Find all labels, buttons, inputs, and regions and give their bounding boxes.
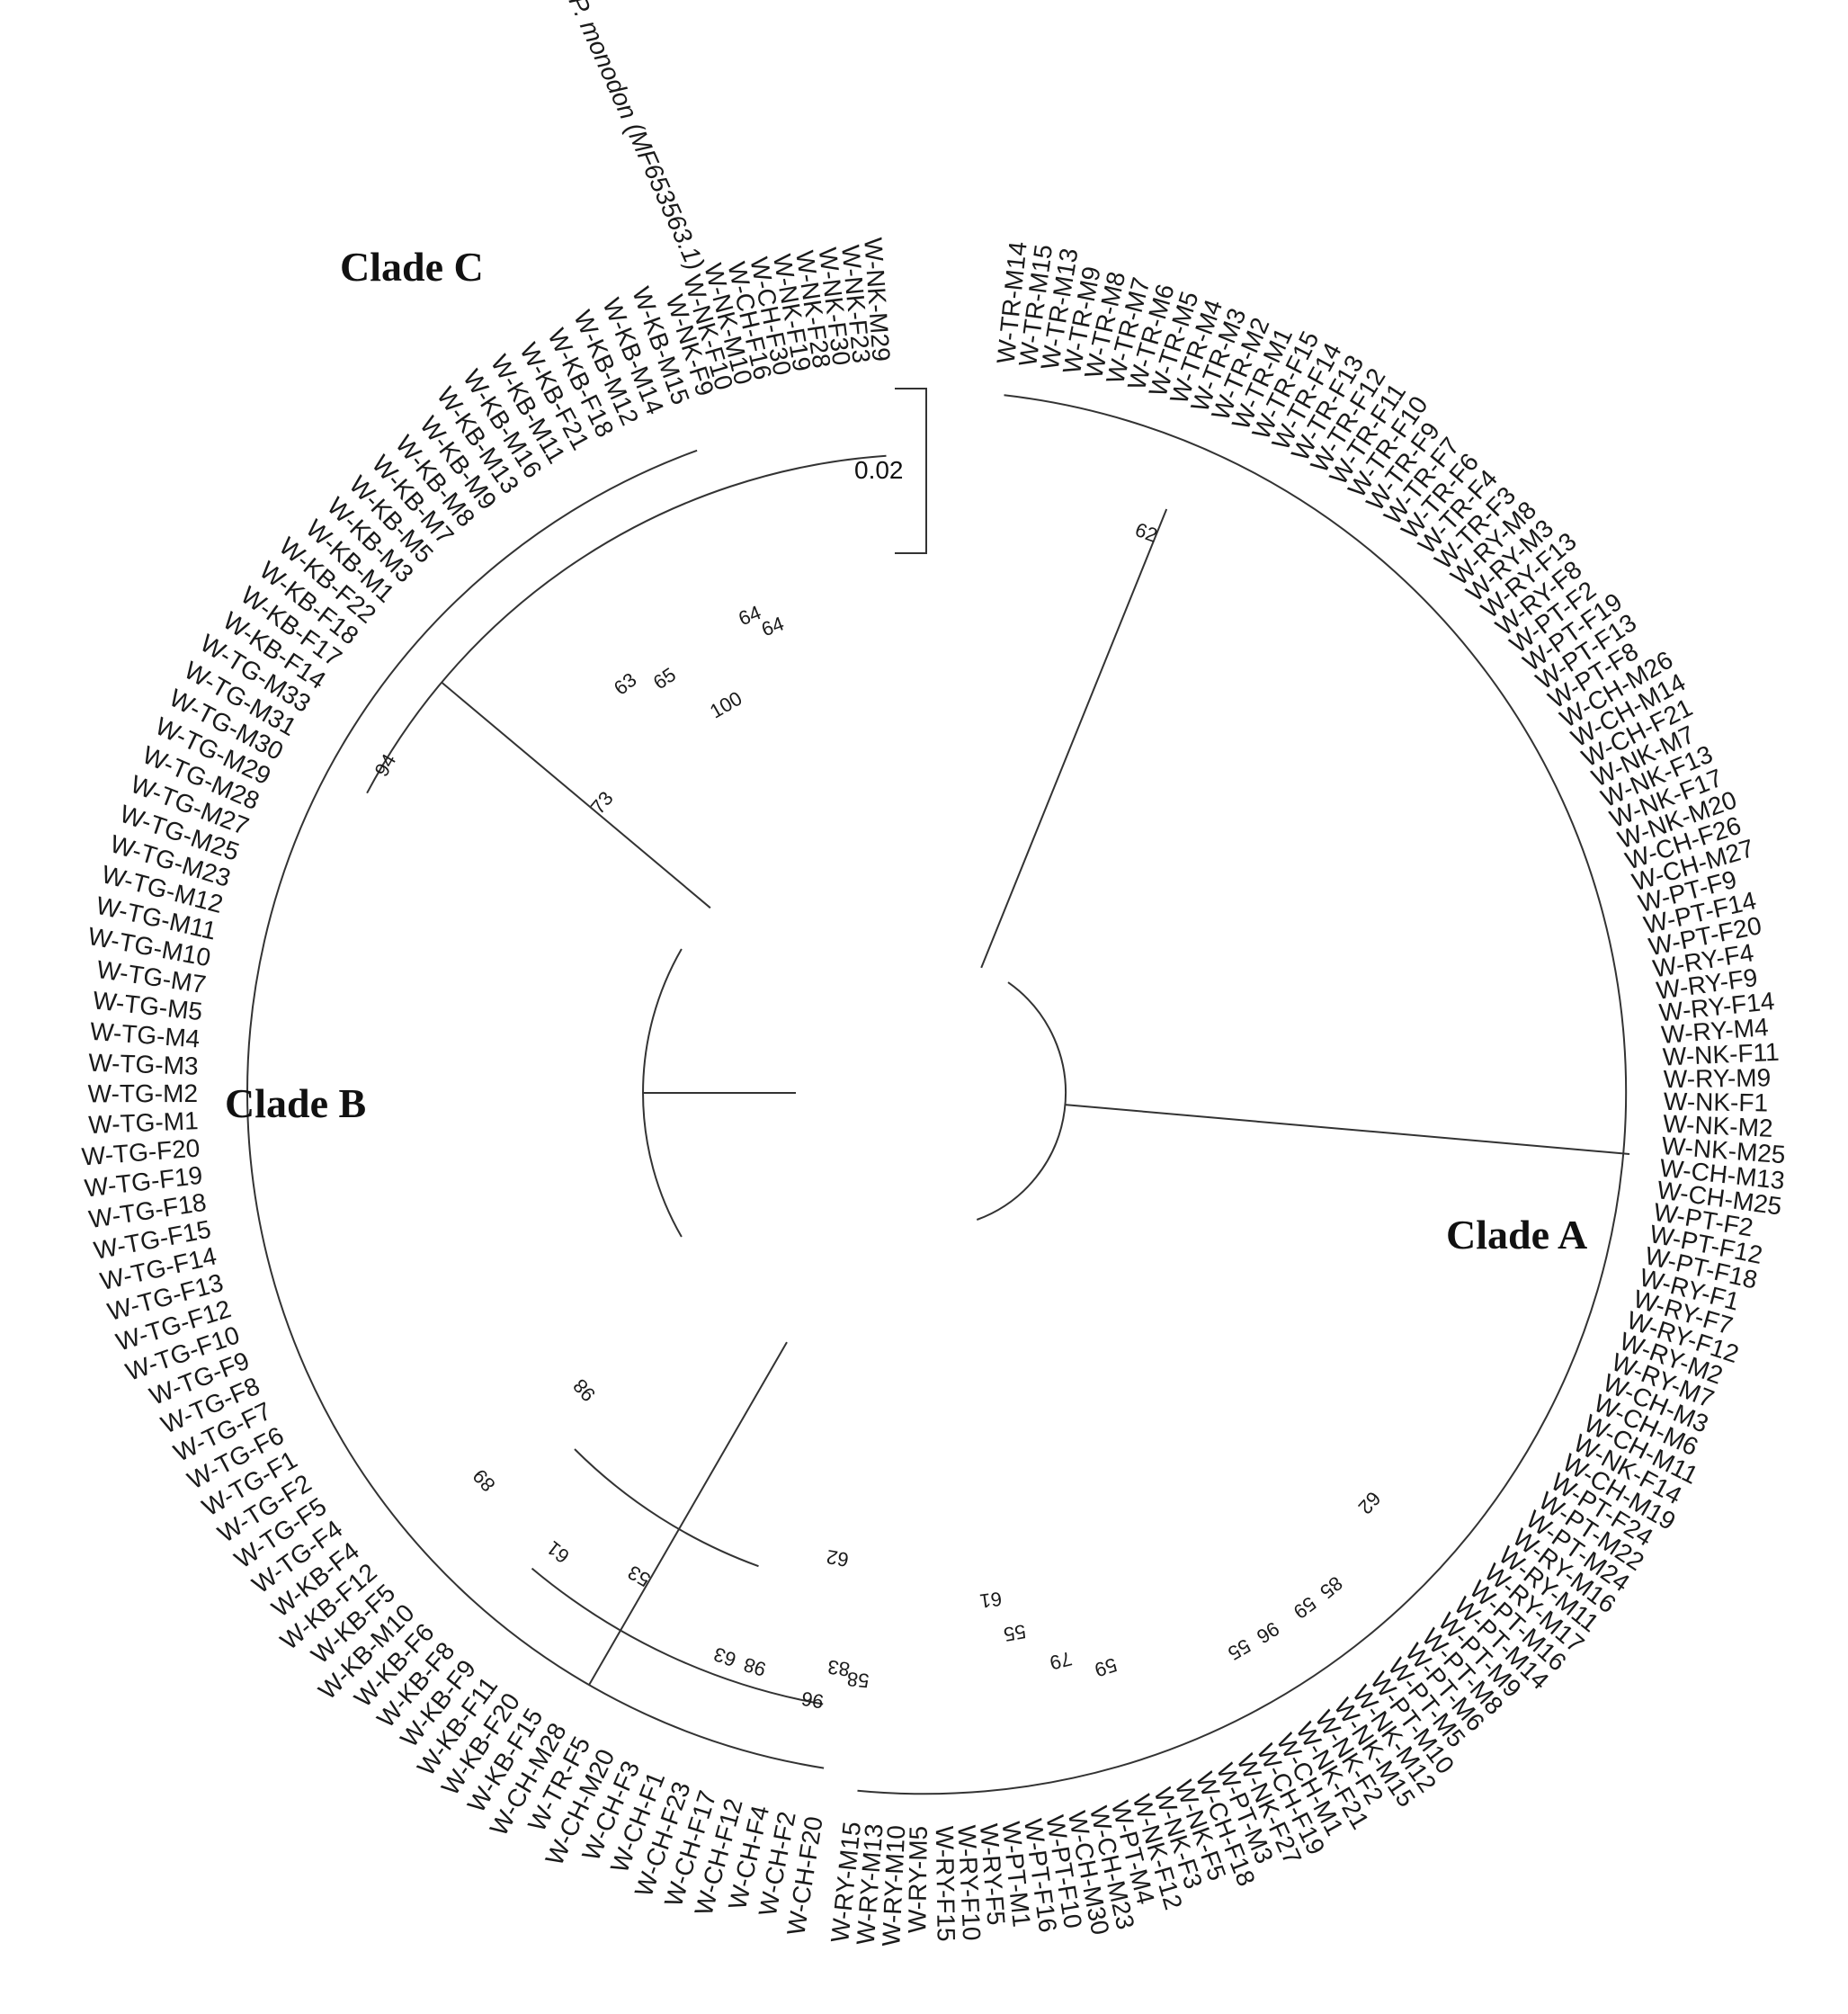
clade-b-sub2-arc [531, 1567, 824, 1705]
leaf-label: W-TG-M2 [88, 1079, 198, 1107]
clade-b-label: Clade B [225, 1080, 366, 1126]
leaf-label: W-TG-M3 [88, 1049, 199, 1080]
bootstrap-value: 73 [586, 787, 618, 819]
clade-a-stem [1065, 1104, 1630, 1155]
leaf-labels: W-TR-M14W-TR-M15W-TR-M13W-TR-M9W-TR-M8W-… [81, 237, 1787, 1947]
leaf-label: W-RY-F10 [952, 1824, 986, 1941]
branches [246, 394, 1630, 1795]
bootstrap-value: 79 [1048, 1647, 1075, 1674]
bootstrap-value: 94 [370, 750, 400, 781]
bootstrap-value: 63 [710, 1643, 738, 1671]
clade-b-sub-arc [574, 1448, 759, 1568]
bootstrap-value: 58 [846, 1668, 870, 1692]
bootstrap-value: 89 [469, 1464, 500, 1496]
bootstrap-value: 62 [825, 1545, 850, 1571]
outgroup-label: P. monodon (MF653563.1) [564, 0, 710, 274]
outgroup-branch [980, 508, 1168, 969]
bootstrap-value: 96 [799, 1687, 825, 1714]
bootstrap-value: 100 [706, 687, 745, 723]
bootstrap-value: 64 [758, 612, 787, 640]
bootstrap-value: 98 [568, 1374, 600, 1406]
leaf-label: W-RY-M9 [1664, 1063, 1772, 1093]
bootstrap-value: 98 [741, 1653, 768, 1681]
root-arc [976, 981, 1067, 1221]
bootstrap-value: 65 [649, 663, 680, 694]
scale-bar-label: 0.02 [854, 456, 904, 484]
leaf-label: W-NK-F11 [1662, 1038, 1780, 1071]
bootstrap-value: 55 [1224, 1634, 1254, 1665]
leaf-label: W-NK-F1 [1664, 1088, 1769, 1117]
bootstrap-value: 59 [1290, 1592, 1321, 1624]
clade-b-arc [246, 449, 825, 1769]
bootstrap-value: 61 [542, 1536, 574, 1568]
clade-a-label: Clade A [1446, 1212, 1587, 1258]
bootstrap-value: 53 [624, 1561, 655, 1591]
leaf-label: W-RY-M5 [903, 1826, 933, 1934]
bootstrap-value: 61 [978, 1588, 1004, 1613]
bootstrap-value: 85 [1316, 1571, 1347, 1603]
clade-c-label: Clade C [340, 244, 484, 290]
clade-c-stem [441, 681, 711, 909]
bootstrap-value: 63 [610, 668, 641, 700]
bootstrap-value: 59 [1092, 1653, 1120, 1681]
bootstrap-value: 55 [1002, 1620, 1027, 1646]
clade-b-stem [588, 1341, 788, 1686]
clade-a-arc [857, 394, 1628, 1795]
bootstrap-value: 83 [826, 1655, 852, 1680]
leaf-label: W-RY-F15 [931, 1826, 960, 1942]
bootstrap-value: 96 [1253, 1617, 1283, 1648]
leaf-label: W-TG-M1 [88, 1106, 200, 1139]
leaf-label: W-NK-M2 [1663, 1110, 1774, 1142]
bootstrap-value: 62 [1132, 518, 1161, 547]
leaf-label: W-RY-M10 [877, 1824, 910, 1947]
clade-c-arc [366, 454, 887, 794]
bootstrap-value: 62 [1353, 1487, 1385, 1518]
scale-bar: 0.02 [854, 388, 927, 554]
scale-bar-line [895, 388, 927, 554]
